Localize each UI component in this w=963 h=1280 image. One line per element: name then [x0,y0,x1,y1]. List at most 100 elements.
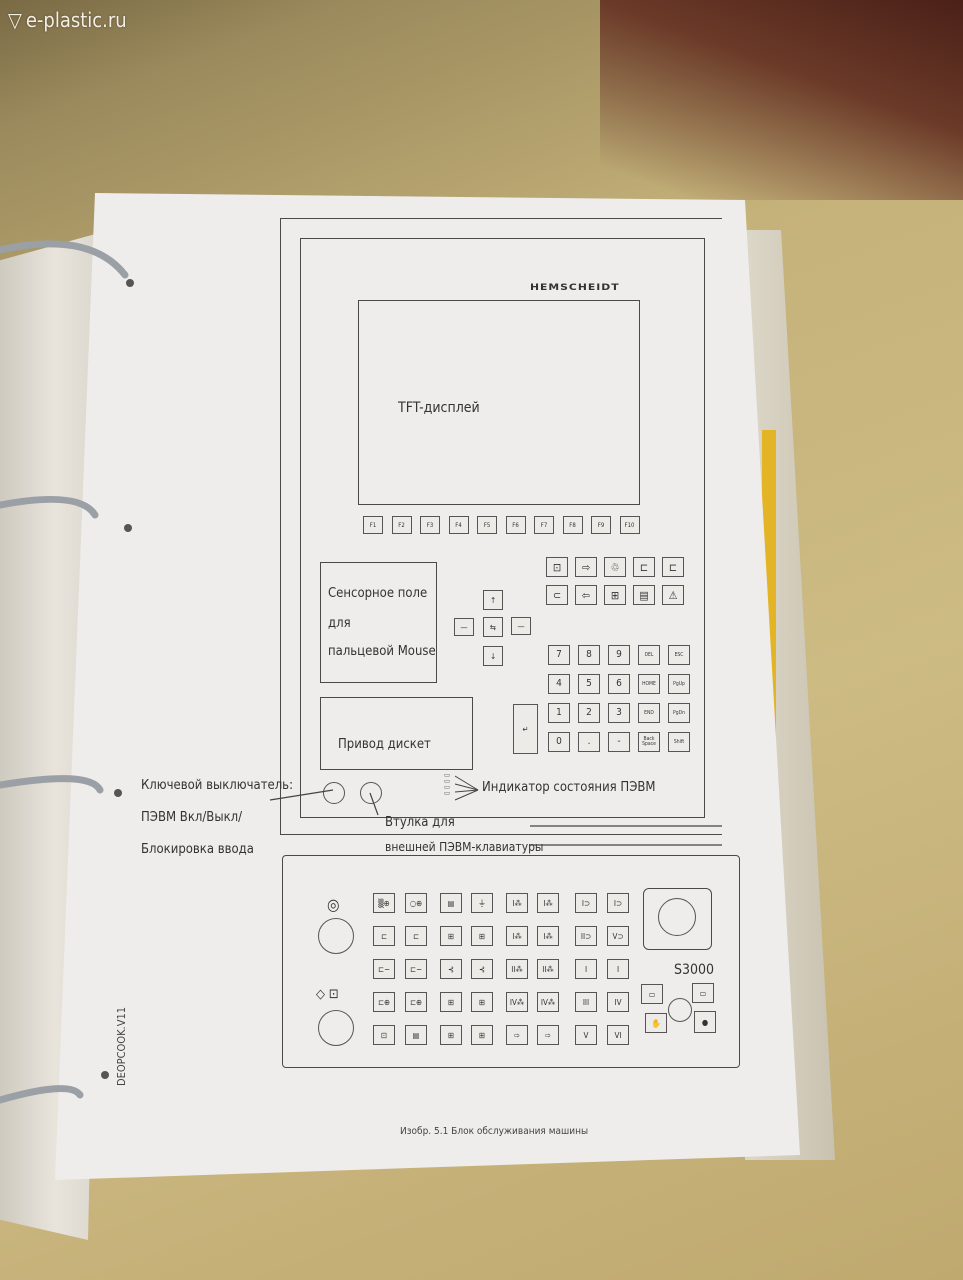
machine-function-key: ⇨ [506,1025,528,1045]
selector-switch [668,998,692,1022]
key-switch-callout: Блокировка ввода [141,842,254,857]
dot-key: ● [694,1011,716,1033]
hand-mode-key: ✋ [645,1013,667,1033]
touchpad-label: Сенсорное поле [328,586,428,601]
machine-function-key: ▤ [405,1025,427,1045]
numpad-key: END [638,703,660,723]
watermark: ▽e-plastic.ru [8,8,127,32]
machine-function-key: ⊏⊕ [373,992,395,1012]
machine-function-key: I⁂ [537,926,559,946]
function-key: F6 [505,516,526,534]
machine-function-key: ⊡ [373,1025,395,1045]
numpad-key: . [578,732,600,752]
numpad-key: Shift [668,732,690,752]
model-label: S3000 [674,962,715,978]
icon-key: ⇨ [575,557,597,577]
socket-callout: внешней ПЭВМ-клавиатуры [385,840,544,854]
floppy-drive [320,697,473,770]
machine-function-key: ⊞ [440,992,462,1012]
function-key: F4 [448,516,469,534]
touchpad-label: для [328,616,351,631]
round-button [318,918,354,954]
machine-function-key: I [575,959,597,979]
panel-key: ▭ [692,983,714,1003]
upper-panel-inner [300,238,705,818]
function-key: F7 [534,516,554,534]
machine-function-key: I⁂ [506,926,528,946]
machine-function-key: ⇨ [537,1025,559,1045]
machine-function-key: I [607,959,629,979]
machine-function-key: V [575,1025,597,1045]
numpad-key: 5 [578,674,600,694]
emergency-stop-housing [643,888,712,950]
machine-function-key: II⁂ [506,959,528,979]
machine-function-key: V⊃ [607,926,629,946]
indicator-icon: ◎ [327,895,340,914]
upper-panel-frame [280,218,722,835]
panel-key: ▭ [641,984,663,1004]
numpad-key: - [608,732,630,752]
watermark-text: e-plastic.ru [25,8,127,32]
function-key: F2 [391,516,412,534]
machine-function-key: III [575,992,597,1012]
machine-function-key: ⊏ [405,926,427,946]
key-switch-callout: ПЭВМ Вкл/Выкл/ [141,810,243,825]
machine-function-key: ⊞ [471,992,493,1012]
icon-key: ⇦ [575,585,597,605]
tab-key: ⇆ [483,617,503,637]
icon-key: ⊏ [633,557,655,577]
function-key: F9 [591,516,611,534]
numpad-key: 4 [548,674,570,694]
machine-function-key: ▤ [440,893,462,913]
triangle-logo-icon: ▽ [8,8,22,32]
function-key: F10 [619,516,640,534]
function-key: F1 [363,516,383,534]
arrow-right-key: — [511,617,531,635]
machine-function-key: I⁂ [537,893,559,913]
arrow-left-key: — [454,618,474,636]
icon-key: ♲ [604,557,626,577]
icon-key: ⊂ [546,585,568,605]
icon-key: ⊞ [604,585,626,605]
numpad-key: 7 [548,645,570,665]
function-key: F5 [477,516,497,534]
machine-function-key: ○⊕ [405,893,427,913]
round-button [318,1010,354,1046]
machine-function-key: I⁂ [506,893,528,913]
machine-function-key: IV [607,992,629,1012]
key-switch-callout: Ключевой выключатель: [141,778,294,793]
enter-key: ↵ [513,704,538,754]
brand-logo: HEMSCHEIDT [530,282,620,292]
numpad-key: 3 [608,703,630,723]
numpad-key: 1 [548,703,570,723]
machine-function-key: ⊞ [440,1025,462,1045]
background-shadow [600,0,963,200]
machine-function-key: ⊏ [373,926,395,946]
arrow-up-key: ↑ [483,590,503,610]
floppy-label: Привод дискет [338,737,431,752]
machine-function-key: ⊞ [471,1025,493,1045]
numpad-key: DEL [638,645,660,665]
machine-function-key: II⁂ [537,959,559,979]
numpad-key: 0 [548,732,570,752]
icon-key: ⚠ [662,585,684,605]
machine-function-key: IV⁂ [537,992,559,1012]
machine-function-key: ⊞ [440,926,462,946]
numpad-key: PgDn [668,703,690,723]
socket-callout: Втулка для [385,815,455,830]
status-indicator-callout: Индикатор состояния ПЭВМ [482,780,656,795]
machine-function-key: ⊏⊕ [405,992,427,1012]
machine-function-key: ⊏− [373,959,395,979]
machine-function-key: ⊏− [405,959,427,979]
numpad-key: Back Space [638,732,660,752]
tft-display [358,300,640,505]
figure-caption: Изобр. 5.1 Блок обслуживания машины [400,1126,589,1137]
icon-key: ⊡ [546,557,568,577]
icon-key: ⊏ [662,557,684,577]
start-icon: ◇ ⊡ [316,987,339,1002]
function-key: F8 [562,516,583,534]
touchpad-label: пальцевой Mouse [328,644,436,659]
touchpad [320,562,437,683]
numpad-key: 6 [608,674,630,694]
